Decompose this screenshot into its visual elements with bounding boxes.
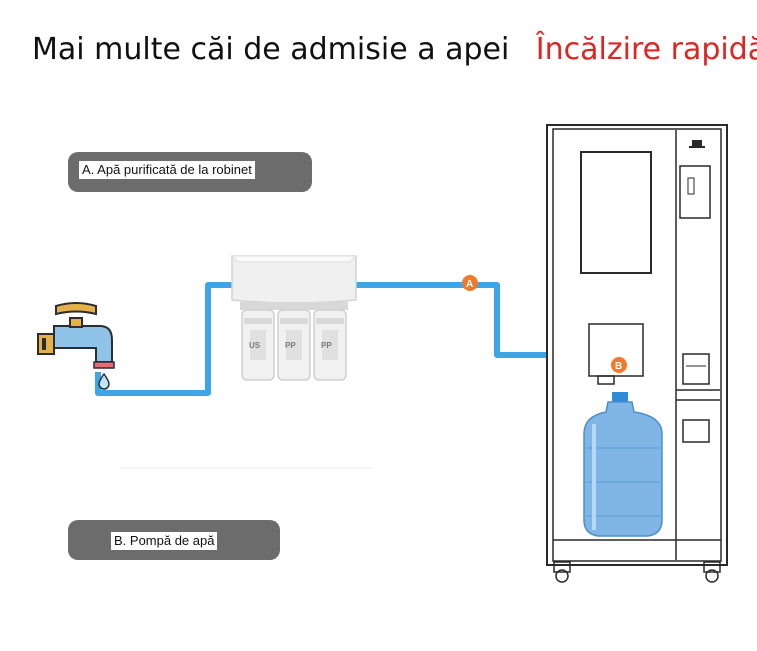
cartridge-label-3: PP	[321, 341, 332, 350]
pipe-filter-to-machine	[356, 282, 563, 358]
header: Mai multe căi de admisie a apei Încălzir…	[32, 32, 757, 67]
machine-wheels	[553, 561, 721, 583]
water-jug	[583, 392, 663, 537]
pipes	[95, 282, 626, 396]
option-b-pill: B. Pompă de apă	[68, 520, 280, 560]
option-b-label: B. Pompă de apă	[111, 532, 218, 550]
filter-cartridge-3: PP	[313, 309, 347, 381]
filter-cartridge-2: PP	[277, 309, 311, 381]
marker-b: B	[611, 357, 627, 373]
option-a-label: A. Apă purificată de la robinet	[79, 161, 255, 179]
filter-cartridge-1: US	[241, 309, 275, 381]
water-filter-unit: US PP PP	[230, 255, 358, 381]
marker-a-label: A	[466, 279, 473, 290]
marker-a: A	[462, 275, 478, 291]
option-a-pill: A. Apă purificată de la robinet	[68, 152, 312, 192]
cartridge-label-2: PP	[285, 341, 296, 350]
page-subtitle-accent: Încălzire rapidă	[535, 32, 757, 67]
faucet-icon	[37, 302, 115, 390]
cartridge-label-1: US	[249, 341, 261, 350]
marker-b-label: B	[615, 361, 622, 372]
page-title: Mai multe căi de admisie a apei	[32, 32, 510, 67]
pipe-tap-to-filter	[95, 282, 238, 396]
